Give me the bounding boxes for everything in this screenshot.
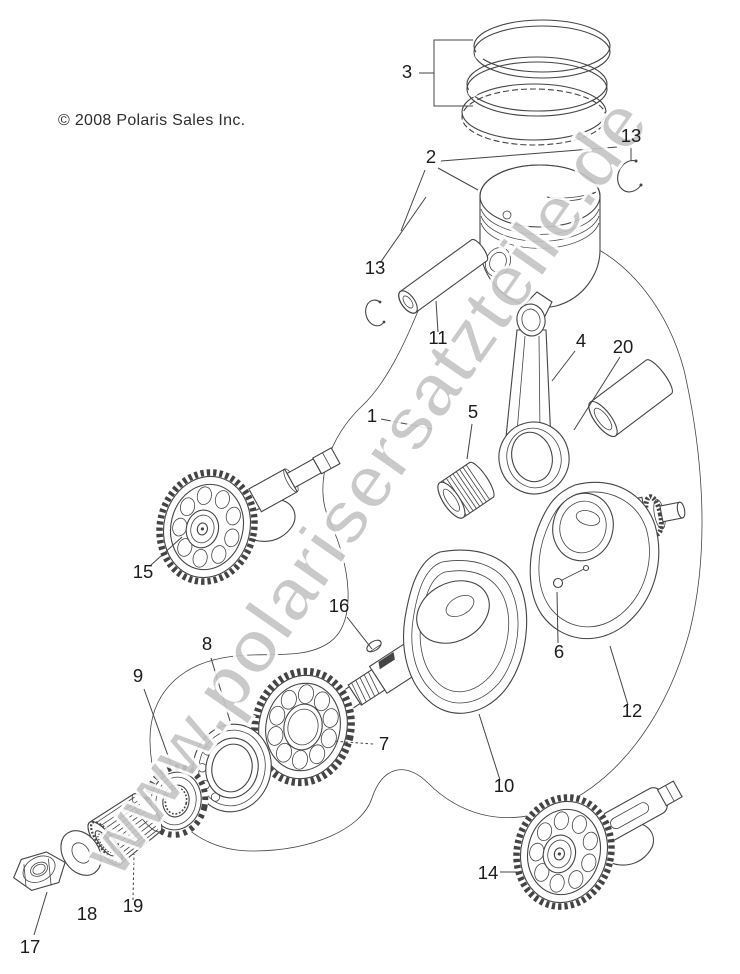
leader-lines	[33, 39, 632, 936]
balance-shaft-front-drawing	[144, 447, 341, 595]
leader-crankshaft	[380, 418, 433, 430]
leader-circlip-upper-long	[440, 146, 618, 162]
crankshaft-rear-half-drawing	[529, 481, 686, 640]
leader-balance-front	[150, 536, 183, 566]
hex-nut-drawing	[13, 851, 66, 891]
spacer-bushing-drawing	[588, 359, 673, 437]
circlip-upper-drawing	[617, 159, 643, 193]
leader-sprocket	[143, 688, 172, 765]
leader-clutch-gear	[132, 853, 135, 901]
piston-pin-drawing	[398, 238, 489, 314]
washer-drawing	[60, 830, 102, 876]
leader-connecting-rod	[551, 350, 576, 382]
balance-shaft-rear-drawing	[501, 780, 683, 921]
leader-crank-front	[478, 713, 501, 781]
piston-ring-set-drawing	[461, 19, 611, 146]
dowel-pin-drawing	[552, 564, 590, 589]
leader-piston-pin	[435, 300, 439, 333]
assembly-group-outline	[149, 232, 703, 852]
leader-piston-b	[400, 169, 426, 232]
leader-spacer-bushing	[573, 356, 621, 431]
leader-dowel-pin	[556, 591, 559, 644]
leader-hex-nut	[33, 891, 48, 936]
leader-drive-gear	[332, 740, 374, 745]
leader-piston-a	[437, 167, 479, 191]
leader-ring-set-bracket	[419, 39, 473, 107]
connecting-rod-drawing	[498, 291, 570, 495]
drive-gear-drawing	[250, 667, 356, 787]
leader-woodruff-key	[346, 616, 373, 650]
leader-needle-bearing	[466, 423, 473, 460]
circlip-lower-drawing	[365, 299, 386, 327]
ball-bearing-drawing	[192, 723, 272, 813]
piston-drawing	[479, 164, 601, 309]
woodruff-key-drawing	[366, 639, 382, 653]
crankshaft-front-half-drawing	[333, 549, 528, 714]
leader-ball-bearing	[210, 657, 231, 722]
needle-bearing-drawing	[437, 461, 495, 519]
leader-crank-rear	[609, 645, 629, 706]
leader-circlip-lower	[379, 196, 427, 264]
copyright-notice: © 2008 Polaris Sales Inc.	[58, 112, 246, 129]
